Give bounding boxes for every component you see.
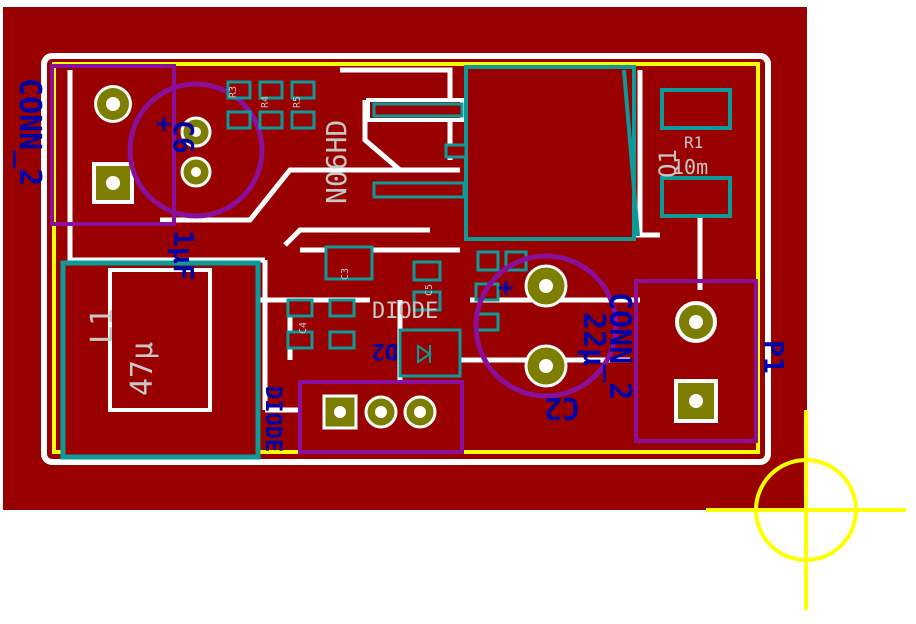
c6-pad1-hole bbox=[191, 127, 201, 137]
conn-right-pad2-hole bbox=[689, 394, 703, 408]
board-clearance bbox=[41, 53, 771, 465]
conn-right-courtyard bbox=[634, 279, 758, 443]
c6-name: C6 bbox=[167, 120, 200, 154]
r1-pad1 bbox=[660, 88, 732, 130]
diode-pad1-hole bbox=[334, 406, 346, 418]
diode-value-bottom: DIODE bbox=[260, 386, 285, 452]
c2-plus: + bbox=[498, 273, 514, 303]
c5-name: C5 bbox=[424, 284, 435, 296]
c2-pad2-hole bbox=[539, 359, 553, 373]
r3-name: R3 bbox=[228, 86, 239, 98]
conn-right-name: CONN_2 bbox=[602, 292, 637, 400]
c6-plus: + bbox=[156, 109, 172, 139]
c6-pad2-hole bbox=[191, 167, 201, 177]
q1-name: Q1 bbox=[654, 149, 682, 178]
l1-inductor-core bbox=[108, 268, 212, 412]
p1-name: P1 bbox=[757, 340, 790, 374]
r1-name: R1 bbox=[684, 133, 703, 152]
diode-pad3-hole bbox=[414, 406, 426, 418]
r1-pad2 bbox=[660, 176, 732, 218]
q1-tab bbox=[444, 143, 468, 159]
r1-value: 10m bbox=[672, 155, 708, 179]
c4-name: C4 bbox=[298, 322, 309, 334]
l1-name: L1 bbox=[85, 308, 120, 344]
diode-value-top: DIODE bbox=[372, 299, 438, 324]
conn-left-courtyard bbox=[50, 64, 176, 226]
diode-pad2-hole bbox=[375, 406, 387, 418]
c2-courtyard bbox=[473, 253, 619, 399]
d2-name: D2 bbox=[372, 338, 399, 363]
conn-left-pad1-hole bbox=[106, 97, 120, 111]
small-resistors bbox=[226, 80, 316, 130]
conn-left-name: CONN_2 bbox=[12, 78, 47, 186]
c3-name: C3 bbox=[340, 268, 351, 280]
r4-name: R4 bbox=[260, 96, 271, 108]
r5-name: R5 bbox=[292, 96, 303, 108]
c2-value: 22μ bbox=[576, 312, 611, 366]
q1-edge bbox=[622, 69, 640, 237]
q1-gate-lead bbox=[372, 102, 464, 118]
q1-body bbox=[464, 65, 636, 241]
q1-source-lead bbox=[372, 181, 466, 199]
l1-value: 47μ bbox=[125, 342, 160, 396]
origin-crosshair bbox=[706, 410, 906, 610]
c6-value: 1μF bbox=[167, 230, 200, 281]
c2-pad1-hole bbox=[539, 279, 553, 293]
q1-value: N06HD bbox=[320, 120, 353, 204]
d2-body bbox=[398, 328, 462, 378]
c2-name: C2 bbox=[544, 390, 580, 425]
conn-left-pad2-hole bbox=[106, 176, 120, 190]
d2-symbol bbox=[417, 344, 432, 364]
conn-right-pad1-hole bbox=[689, 315, 703, 329]
diode-courtyard bbox=[298, 380, 464, 454]
c6-courtyard bbox=[127, 81, 265, 219]
